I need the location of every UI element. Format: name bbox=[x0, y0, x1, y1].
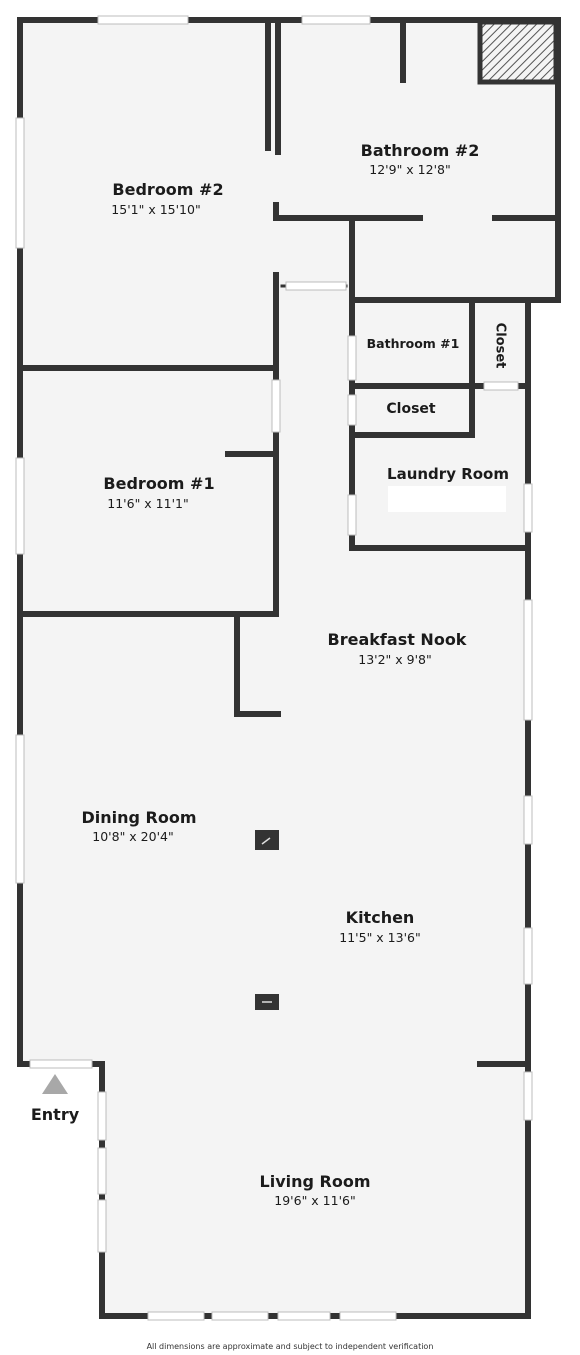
dining-dims: 10'8" x 20'4" bbox=[92, 829, 174, 844]
laundry-name: Laundry Room bbox=[387, 465, 509, 483]
entry-label: Entry bbox=[30, 1105, 80, 1124]
living-name: Living Room bbox=[259, 1172, 371, 1191]
dining-name: Dining Room bbox=[81, 808, 197, 827]
windows bbox=[15, 15, 533, 1321]
bathroom2-dims: 12'9" x 12'8" bbox=[369, 162, 451, 177]
kitchen-name: Kitchen bbox=[345, 908, 415, 927]
entry-arrow-icon bbox=[42, 1074, 68, 1094]
bathroom2-name: Bathroom #2 bbox=[360, 141, 480, 160]
floor-area bbox=[20, 20, 558, 1316]
bathroom1-name: Bathroom #1 bbox=[366, 336, 460, 351]
closet-vertical-name: Closet bbox=[492, 322, 508, 369]
bedroom2-dims: 15'1" x 15'10" bbox=[111, 202, 201, 217]
bedroom1-dims: 11'6" x 11'1" bbox=[107, 496, 189, 511]
breakfast-name: Breakfast Nook bbox=[327, 630, 467, 649]
kitchen-dims: 11'5" x 13'6" bbox=[339, 930, 421, 945]
footer-disclaimer: All dimensions are approximate and subje… bbox=[146, 1342, 434, 1351]
shaft-hatched bbox=[477, 19, 559, 85]
bedroom2-name: Bedroom #2 bbox=[112, 180, 224, 199]
bedroom1-name: Bedroom #1 bbox=[103, 474, 215, 493]
living-dims: 19'6" x 11'6" bbox=[274, 1193, 356, 1208]
breakfast-dims: 13'2" x 9'8" bbox=[358, 652, 432, 667]
closet-name: Closet bbox=[386, 401, 436, 417]
laundry-appliance bbox=[388, 486, 506, 512]
